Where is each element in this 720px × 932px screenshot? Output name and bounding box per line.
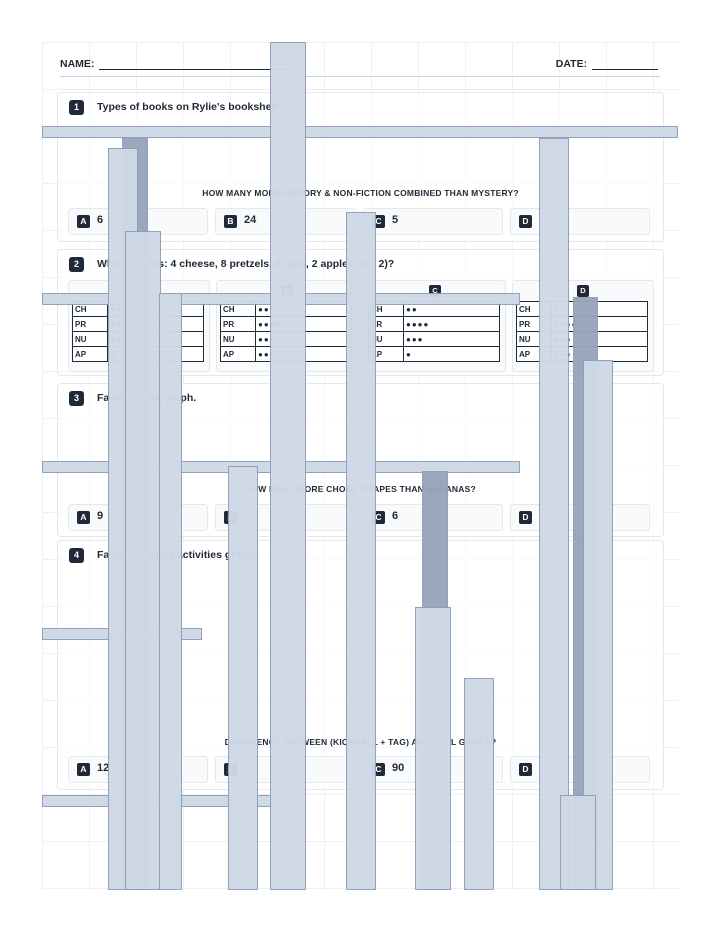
question-number: 2 xyxy=(69,257,84,272)
row-dots: ●●●● xyxy=(255,316,352,332)
option-letter: A xyxy=(77,511,90,524)
date-line[interactable] xyxy=(592,69,658,70)
row-key: CH xyxy=(72,301,108,317)
option-letter: B xyxy=(224,511,237,524)
option-letter: C xyxy=(372,215,385,228)
worksheet-header: NAME: DATE: xyxy=(60,56,660,77)
option-letter: B xyxy=(224,215,237,228)
option-letter: D xyxy=(577,285,589,297)
name-label: NAME: xyxy=(60,58,95,70)
row-dots: ● xyxy=(551,301,648,317)
row-key: NU xyxy=(72,331,108,347)
row-dots: ●●● xyxy=(551,346,648,362)
worksheet: NAME: DATE: 1 Types of books on Rylie's … xyxy=(42,42,678,890)
option-value: 9 xyxy=(97,510,104,522)
row-key: NU xyxy=(516,331,552,347)
option-value: 90 xyxy=(392,762,405,774)
option-letter: A xyxy=(77,215,90,228)
row-key: AP xyxy=(72,346,108,362)
question-text: Types of books on Rylie's bookshelf. xyxy=(97,101,281,113)
pictograph-table: CH●● PR●●●● NU●●● AP●●● xyxy=(220,301,352,362)
row-dots: ●●● xyxy=(107,331,204,347)
question-prompt: HOW MANY MORE CHOSE GRAPES THAN BANANAS? xyxy=(245,484,476,494)
row-dots: ●●● xyxy=(403,331,500,347)
option-value: 24 xyxy=(244,214,257,226)
option-d[interactable]: D xyxy=(510,756,650,783)
row-dots: ●●●● xyxy=(551,316,648,332)
row-key: CH xyxy=(368,301,404,317)
option-value: 5 xyxy=(392,214,399,226)
row-dots: ●● xyxy=(107,301,204,317)
picture-option-a[interactable]: A CH●● PR●●●● NU●●● AP● xyxy=(68,280,210,372)
option-letter: D xyxy=(519,511,532,524)
row-dots: ●●●● xyxy=(403,316,500,332)
option-d[interactable]: D xyxy=(510,208,650,235)
row-key: AP xyxy=(516,346,552,362)
picture-option-c[interactable]: C CH●● PR●●●● NU●●● AP● xyxy=(364,280,506,372)
row-dots: ●●● xyxy=(551,331,648,347)
question-4-card: 4 Favorite recess activities graph. DIFF… xyxy=(57,540,664,790)
row-dots: ●●● xyxy=(255,331,352,347)
row-key: CH xyxy=(220,301,256,317)
pictograph-table: CH● PR●●●● NU●●● AP●●● xyxy=(516,301,648,362)
option-letter: C xyxy=(372,511,385,524)
row-dots: ●●●● xyxy=(107,316,204,332)
question-2-card: 2 Which shows: 4 cheese, 8 pretzels, 6 n… xyxy=(57,249,664,376)
option-letter: D xyxy=(519,763,532,776)
question-text: Which shows: 4 cheese, 8 pretzels, 6 nut… xyxy=(97,258,395,270)
option-value: 6 xyxy=(392,510,399,522)
row-key: NU xyxy=(368,331,404,347)
question-number: 1 xyxy=(69,100,84,115)
option-d[interactable]: D xyxy=(510,504,650,531)
option-value: 6 xyxy=(97,214,104,226)
name-field[interactable]: NAME: xyxy=(60,58,290,70)
question-number: 4 xyxy=(69,548,84,563)
option-value: 12 xyxy=(97,762,110,774)
picture-option-d[interactable]: D CH● PR●●●● NU●●● AP●●● xyxy=(512,280,654,372)
row-dots: ● xyxy=(403,346,500,362)
row-key: NU xyxy=(220,331,256,347)
picture-option-b[interactable]: B CH●● PR●●●● NU●●● AP●●● xyxy=(216,280,358,372)
name-line[interactable] xyxy=(99,69,290,70)
question-text: Favorite recess activities graph. xyxy=(97,549,257,561)
row-dots: ●● xyxy=(403,301,500,317)
row-dots: ●●● xyxy=(255,346,352,362)
row-key: PR xyxy=(220,316,256,332)
date-field[interactable]: DATE: xyxy=(556,58,658,70)
option-letter: A xyxy=(133,285,145,297)
question-text: Favorite fruit graph. xyxy=(97,392,197,404)
option-letter: C xyxy=(429,285,441,297)
option-b[interactable]: B 24 xyxy=(215,208,355,235)
option-c[interactable]: C 90 xyxy=(363,756,503,783)
option-letter: B xyxy=(281,285,293,297)
option-letter: C xyxy=(372,763,385,776)
pictograph-table: CH●● PR●●●● NU●●● AP● xyxy=(368,301,500,362)
option-letter: D xyxy=(519,215,532,228)
row-key: PR xyxy=(72,316,108,332)
pictograph-table: CH●● PR●●●● NU●●● AP● xyxy=(72,301,204,362)
question-3-card: 3 Favorite fruit graph. HOW MANY MORE CH… xyxy=(57,383,664,537)
question-prompt: HOW MANY MORE HISTORY & NON-FICTION COMB… xyxy=(202,188,519,198)
date-label: DATE: xyxy=(555,58,588,70)
row-key: AP xyxy=(368,346,404,362)
row-key: AP xyxy=(220,346,256,362)
option-a[interactable]: A 12 xyxy=(68,756,208,783)
option-value: 0 xyxy=(244,762,251,774)
row-key: PR xyxy=(368,316,404,332)
row-dots: ● xyxy=(107,346,204,362)
row-key: CH xyxy=(516,301,552,317)
option-b[interactable]: B xyxy=(215,504,355,531)
row-key: PR xyxy=(516,316,552,332)
option-letter: A xyxy=(77,763,90,776)
question-number: 3 xyxy=(69,391,84,406)
option-letter: B xyxy=(224,763,237,776)
row-dots: ●● xyxy=(255,301,352,317)
question-1-card: 1 Types of books on Rylie's bookshelf. H… xyxy=(57,92,664,242)
question-prompt: DIFFERENCE BETWEEN (KICKBALL + TAG) AND … xyxy=(224,737,497,747)
